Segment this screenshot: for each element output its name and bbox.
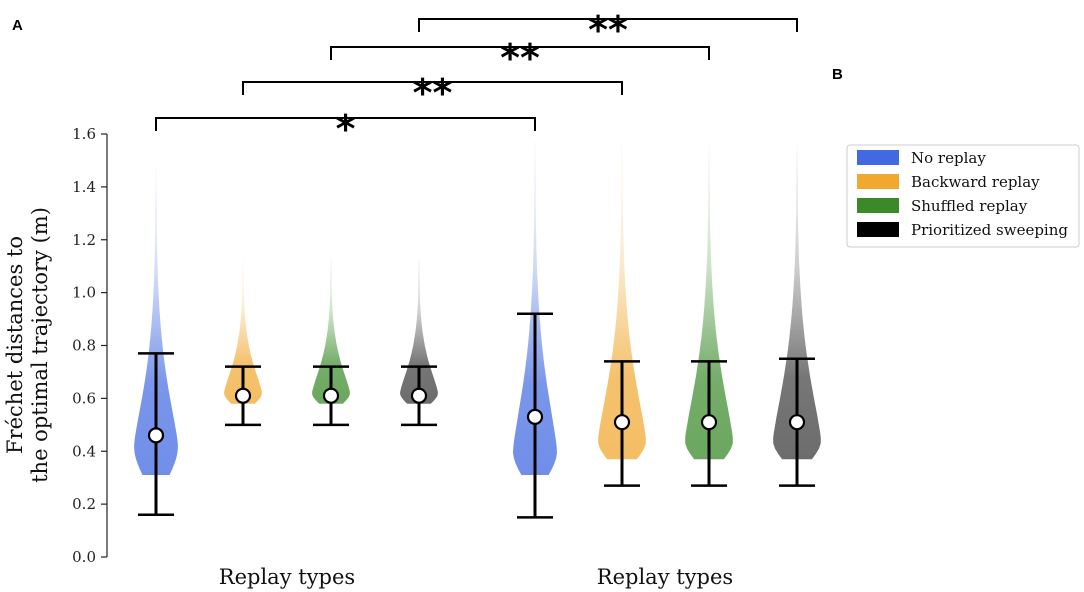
y-axis-title-line2: the optimal trajectory (m) xyxy=(28,207,52,483)
y-axis: 0.0 0.2 0.4 0.6 0.8 1.0 1.2 1.4 1.6 xyxy=(72,125,108,566)
significance-label: ** xyxy=(588,8,628,52)
violin-6 xyxy=(598,141,646,460)
y-tick-label: 0.2 xyxy=(72,495,96,513)
significance-bracket xyxy=(418,18,798,32)
significance-label: ** xyxy=(500,36,540,80)
mean-marker xyxy=(234,387,252,404)
legend-label: Prioritized sweeping xyxy=(911,221,1068,239)
significance-label: ** xyxy=(413,71,453,115)
violin-1 xyxy=(134,168,178,475)
y-tick-label: 1.0 xyxy=(72,284,96,302)
mean-marker xyxy=(788,414,806,431)
mean-marker xyxy=(700,414,718,431)
legend-swatch xyxy=(857,222,899,237)
panel-label-a: A xyxy=(12,17,23,34)
x-axis-title-b: Replay types xyxy=(597,565,733,589)
legend-swatch xyxy=(857,150,899,165)
legend-swatch xyxy=(857,198,899,213)
legend-label: Shuffled replay xyxy=(911,197,1028,215)
legend-label: Backward replay xyxy=(911,173,1040,191)
significance-bracket xyxy=(242,81,623,95)
y-tick-label: 0.6 xyxy=(72,389,96,407)
legend-frame xyxy=(846,144,1080,248)
legend-swatch xyxy=(857,174,899,189)
y-tick-label: 1.6 xyxy=(72,125,96,143)
significance-bracket xyxy=(330,46,710,60)
y-axis-title: Fréchet distances to the optimal traject… xyxy=(3,207,52,483)
y-tick-label: 1.4 xyxy=(72,178,96,196)
x-axis-title-a: Replay types xyxy=(219,565,355,589)
y-tick-label: 0.0 xyxy=(72,548,96,566)
y-tick-label: 0.8 xyxy=(72,337,96,355)
y-tick-label: 0.4 xyxy=(72,442,96,460)
violin-5 xyxy=(513,141,557,475)
mean-marker xyxy=(147,427,165,444)
violin-8 xyxy=(773,141,821,460)
y-axis-title-line1: Fréchet distances to xyxy=(3,236,27,454)
y-tick-label: 1.2 xyxy=(72,231,96,249)
significance-label: * xyxy=(336,107,356,151)
mean-marker xyxy=(322,387,340,404)
significance-bracket xyxy=(155,117,536,131)
panel-label-b: B xyxy=(832,66,843,83)
mean-marker xyxy=(613,414,631,431)
violin-7 xyxy=(685,141,733,460)
mean-marker xyxy=(526,408,544,425)
mean-marker xyxy=(410,387,428,404)
legend-label: No replay xyxy=(911,149,986,167)
